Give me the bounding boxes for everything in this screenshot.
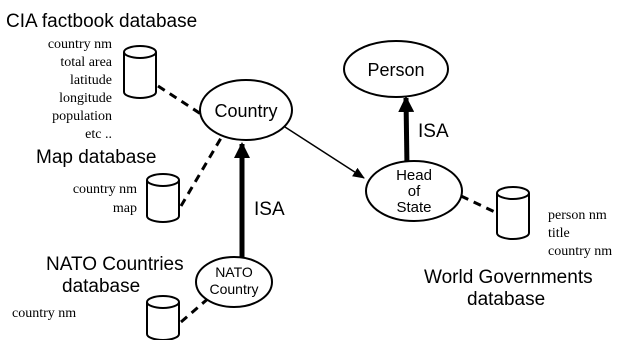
map-to-country-link <box>179 132 226 207</box>
country-to-head-of-state-arrow <box>284 126 365 179</box>
cia-to-country-link <box>157 84 205 118</box>
head-of-state-isa-arrow <box>398 96 415 169</box>
head-of-state-label-line1: Head <box>396 167 432 184</box>
map-database-title: Map database <box>36 147 156 168</box>
person-entity: Person <box>343 40 449 98</box>
nato-database-title-line1: NATO Countries <box>46 254 184 275</box>
map-field-map: map <box>113 201 137 216</box>
cia-database-cylinder-icon <box>123 45 157 99</box>
cia-database-title: CIA factbook database <box>6 11 197 32</box>
cia-field-longitude: longitude <box>59 91 112 106</box>
nato-country-entity: NATO Country <box>195 256 273 308</box>
map-database-cylinder-icon <box>146 173 180 223</box>
cia-field-etc: etc .. <box>85 127 112 142</box>
nato-field-country-nm: country nm <box>12 306 76 321</box>
world-database-title-line1: World Governments <box>424 267 593 288</box>
head-of-state-entity: Head of State <box>365 160 463 222</box>
person-entity-label: Person <box>367 60 424 80</box>
world-field-title: title <box>548 226 570 241</box>
map-field-country-nm: country nm <box>73 182 137 197</box>
cia-field-total-area: total area <box>60 55 112 70</box>
cia-field-country-nm: country nm <box>48 37 112 52</box>
world-db-to-head-of-state-link <box>460 194 498 215</box>
world-field-country-nm: country nm <box>548 244 612 259</box>
world-database-title-line2: database <box>467 289 545 310</box>
world-database-cylinder-icon <box>496 186 530 240</box>
cia-field-population: population <box>52 109 112 124</box>
nato-country-label-line2: Country <box>209 281 258 297</box>
cia-field-latitude: latitude <box>70 73 112 88</box>
country-entity: Country <box>199 79 293 141</box>
nato-country-label-line1: NATO <box>215 264 253 280</box>
person-isa-label: ISA <box>418 121 449 142</box>
head-of-state-label-line2: of <box>408 183 421 200</box>
country-entity-label: Country <box>214 101 277 121</box>
nato-isa-label: ISA <box>254 199 285 220</box>
world-field-person-nm: person nm <box>548 208 607 223</box>
head-of-state-label-line3: State <box>396 199 431 216</box>
nato-database-cylinder-icon <box>146 295 180 340</box>
nato-database-title-line2: database <box>62 276 140 297</box>
